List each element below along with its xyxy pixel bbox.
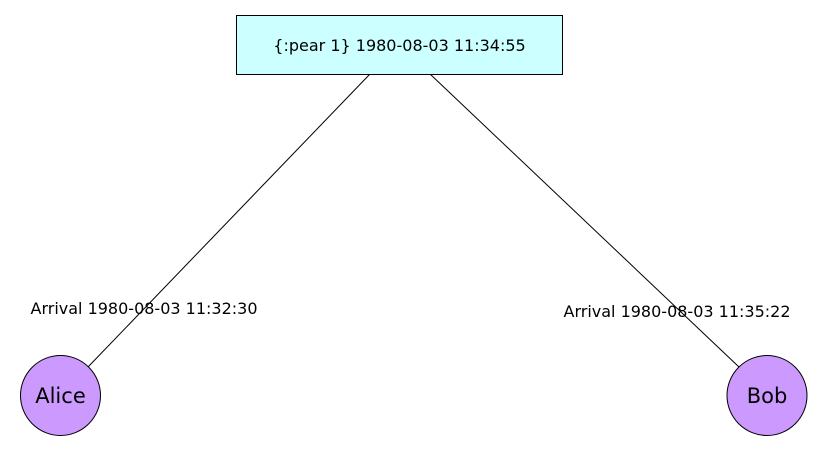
agent-circle-alice xyxy=(20,355,101,436)
edge-bob xyxy=(429,73,740,368)
agent-name-bob: Bob xyxy=(747,384,788,408)
event-node: {:pear 1} 1980-08-03 11:34:55 xyxy=(236,15,563,75)
arrival-label-bob: Arrival 1980-08-03 11:35:22 xyxy=(564,302,791,321)
agent-name-alice: Alice xyxy=(35,384,86,408)
agent-node-alice: Alice xyxy=(20,355,101,436)
event-box xyxy=(236,15,563,75)
event-label: {:pear 1} 1980-08-03 11:34:55 xyxy=(273,36,525,55)
agent-node-bob: Bob xyxy=(726,355,808,436)
edge-alice xyxy=(87,73,371,368)
arrival-label-alice: Arrival 1980-08-03 11:32:30 xyxy=(31,299,258,318)
agent-circle-bob xyxy=(726,355,808,436)
